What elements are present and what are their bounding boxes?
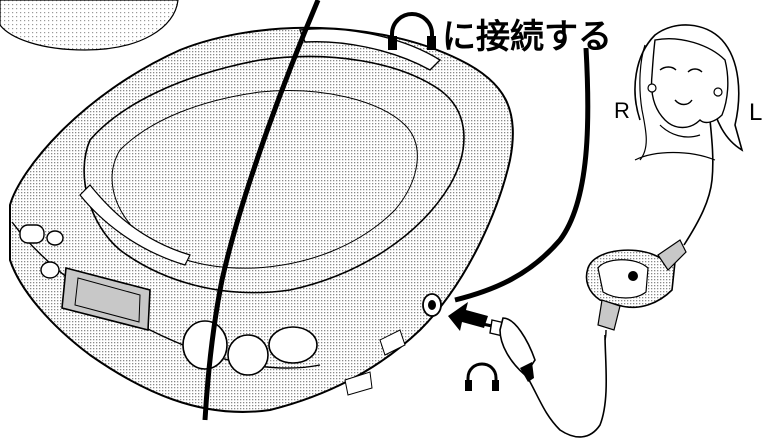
jack-headphones-icon <box>465 362 499 391</box>
remote-control <box>585 119 714 341</box>
background-disc <box>0 0 179 51</box>
cd-player <box>9 26 514 413</box>
label-right: R <box>614 98 630 123</box>
headphones-icon <box>388 11 436 50</box>
insert-arrow <box>448 302 488 331</box>
leader-line <box>454 47 591 303</box>
headphone-plug <box>477 317 608 438</box>
divider-line <box>202 0 321 421</box>
label-left: L <box>749 99 762 126</box>
caption: に接続する <box>388 11 612 57</box>
listener-illustration <box>634 24 744 161</box>
caption-text: に接続する <box>442 17 612 57</box>
